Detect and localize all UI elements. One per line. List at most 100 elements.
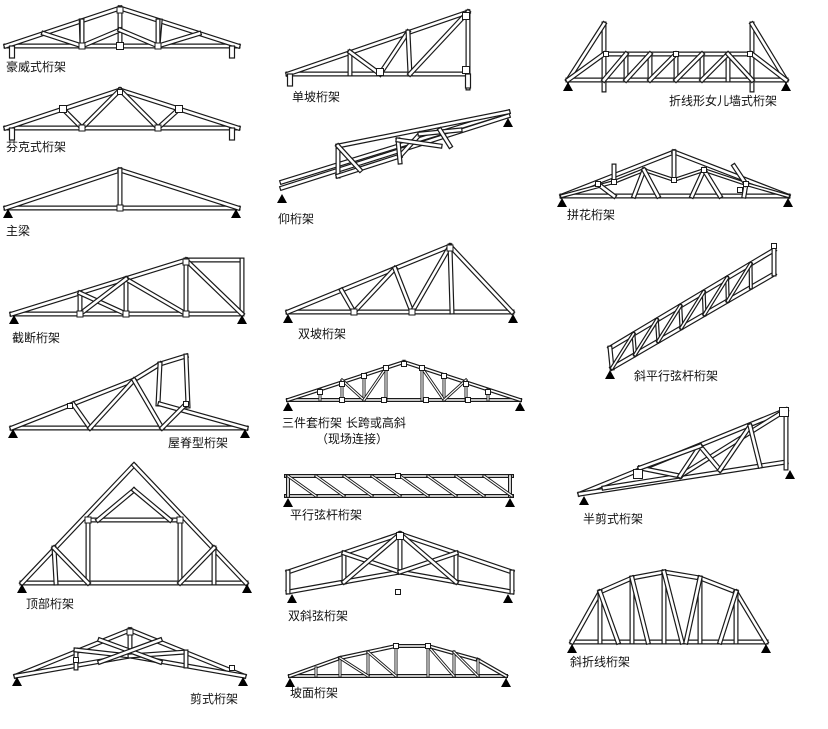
truss-half-scissor — [576, 406, 795, 505]
truss-folded-parapet — [563, 20, 791, 93]
support-triangle — [237, 315, 247, 324]
truss-cut-off — [8, 256, 247, 324]
support-triangle — [17, 584, 27, 593]
truss-king-post — [2, 166, 242, 218]
gusset-plate — [126, 628, 134, 636]
support-triangle — [3, 209, 13, 218]
gusset-plate — [175, 105, 183, 113]
support-triangle — [238, 677, 248, 686]
gusset-plate — [595, 181, 601, 187]
label-scissor: 剪式桁架 — [190, 692, 239, 706]
gusset-plate — [154, 42, 162, 50]
gusset-plate — [633, 469, 643, 479]
gusset-plate — [771, 243, 777, 249]
gusset-plate — [116, 204, 124, 212]
label-double-slope-chord: 双斜弦桁架 — [288, 609, 349, 623]
support-triangle — [567, 644, 577, 653]
gusset-plate — [701, 167, 707, 173]
label-three-piece-note: （现场连接） — [316, 432, 389, 446]
gusset-plate — [393, 643, 399, 649]
gusset-plate — [78, 42, 86, 50]
label-parallel-chord: 平行弦杆桁架 — [290, 508, 363, 522]
gusset-plate — [395, 589, 401, 595]
gusset-plate — [76, 310, 84, 318]
truss-slope-face — [285, 643, 511, 687]
truss-three-piece — [283, 359, 525, 411]
gusset-plate — [425, 643, 431, 649]
truss-double-slope-chord — [284, 530, 516, 603]
gusset-plate — [462, 66, 470, 74]
support-triangle — [240, 429, 250, 438]
support-triangle — [287, 594, 297, 603]
gusset-plate — [603, 51, 609, 57]
truss-fink — [2, 86, 242, 141]
gusset-plate — [229, 665, 235, 671]
support-triangle — [231, 209, 241, 218]
support-triangle — [505, 498, 515, 507]
gusset-plate — [183, 401, 189, 407]
label-ridge-type: 屋脊型桁架 — [168, 436, 229, 450]
label-sloped-folded: 斜折线桁架 — [570, 655, 631, 669]
label-mono-pitch: 单坡桁架 — [292, 90, 341, 104]
gusset-plate — [59, 105, 67, 113]
gusset-plate — [339, 381, 345, 387]
gusset-plate — [396, 532, 404, 540]
wall-post — [8, 45, 16, 59]
wall-post — [8, 127, 16, 141]
support-triangle — [8, 429, 18, 438]
truss-scissor — [12, 626, 248, 686]
truss-sloped-folded — [567, 568, 771, 653]
gusset-plate — [84, 516, 92, 524]
label-king-post: 主梁 — [6, 224, 31, 238]
gusset-plate — [779, 407, 789, 417]
label-howe: 豪威式桁架 — [6, 60, 67, 74]
label-three-piece: 三件套桁架 长跨或高斜 — [282, 416, 406, 430]
gusset-plate — [441, 373, 447, 379]
support-triangle — [501, 678, 511, 687]
label-half-scissor: 半剪式桁架 — [583, 512, 644, 526]
wall-post — [286, 73, 294, 87]
gusset-plate — [182, 258, 190, 266]
label-patterned: 拼花桁架 — [567, 208, 616, 222]
gusset-plate — [67, 403, 73, 409]
gusset-plate — [423, 397, 429, 403]
wall-post — [464, 73, 472, 89]
gusset-plate — [176, 516, 184, 524]
gusset-plate — [182, 310, 190, 318]
gusset-plate — [339, 397, 345, 403]
support-triangle — [605, 370, 615, 379]
support-triangle — [563, 82, 573, 91]
support-triangle — [785, 470, 795, 479]
gusset-plate — [122, 310, 130, 318]
gusset-plate — [611, 179, 617, 185]
label-upward: 仰桁架 — [278, 212, 315, 226]
gusset-plate — [747, 51, 753, 57]
support-triangle — [761, 644, 771, 653]
support-triangle — [503, 118, 513, 127]
support-triangle — [12, 677, 22, 686]
label-folded-parapet: 折线形女儿墙式桁架 — [669, 94, 778, 108]
support-triangle — [285, 678, 295, 687]
gusset-plate — [317, 389, 323, 395]
gusset-plate — [419, 365, 425, 371]
gusset-plate — [154, 124, 162, 132]
gusset-plate — [350, 308, 358, 316]
support-triangle — [579, 496, 589, 505]
truss-upward — [277, 108, 513, 203]
truss-dual-pitch — [283, 242, 518, 323]
wall-post — [228, 45, 236, 59]
gusset-plate — [116, 42, 124, 50]
gusset-plate — [673, 51, 679, 57]
support-triangle — [515, 402, 525, 411]
gusset-plate — [401, 361, 407, 367]
support-triangle — [508, 314, 518, 323]
support-triangle — [783, 198, 793, 207]
support-triangle — [557, 198, 567, 207]
gusset-plate — [465, 397, 471, 403]
truss-attic — [17, 461, 252, 593]
label-attic: 顶部桁架 — [26, 597, 75, 611]
support-triangle — [283, 314, 293, 323]
label-fink: 芬克式桁架 — [6, 140, 67, 154]
gusset-plate — [737, 187, 743, 193]
